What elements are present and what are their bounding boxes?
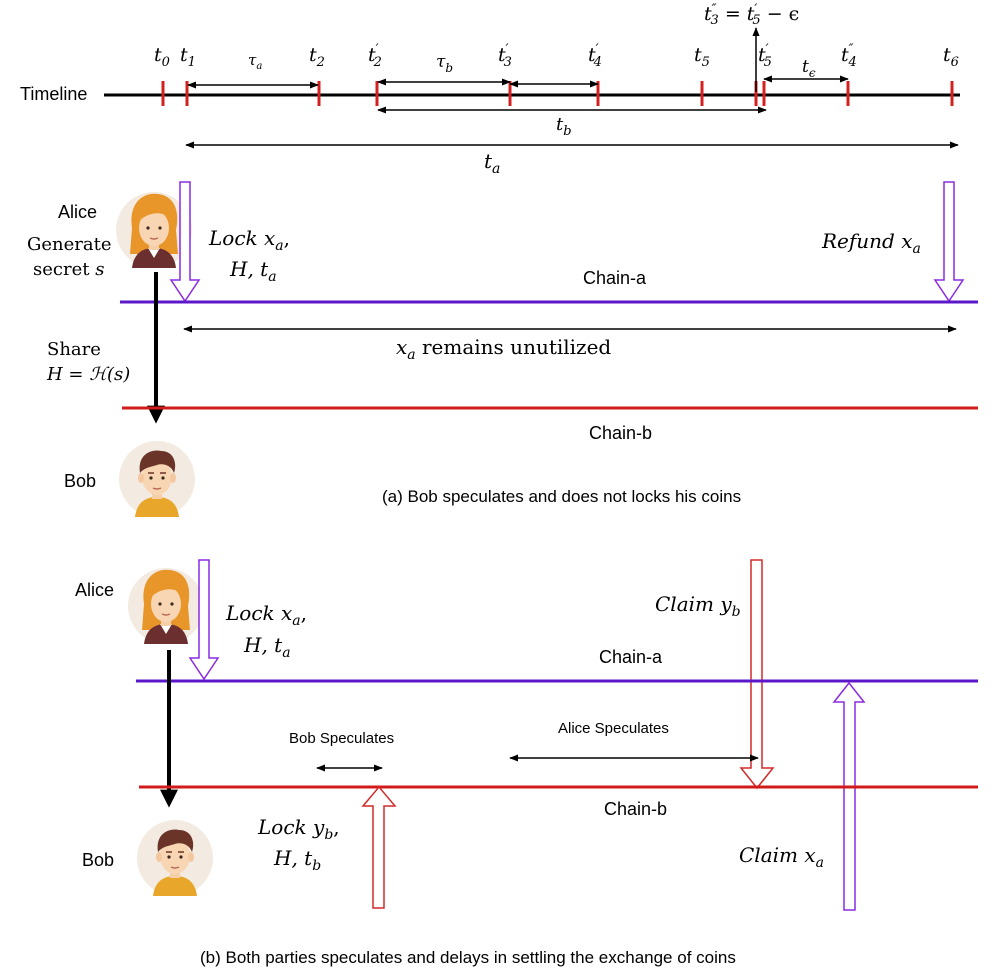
tick-label: t″4 — [841, 42, 857, 70]
top-equation: t″3 = t′5 − ϵ — [704, 2, 799, 28]
alice-label-a: Alice — [58, 202, 97, 222]
lock-yb-arrow — [361, 785, 397, 909]
tick-label: t1 — [180, 44, 196, 70]
caption-a: (a) Bob speculates and does not locks hi… — [382, 487, 741, 506]
alice-speculates-label: Alice Speculates — [558, 720, 669, 737]
timeline-label: Timeline — [20, 84, 87, 104]
share-eq: H = ℋ(s) — [46, 364, 130, 385]
lock-arrow-b — [188, 559, 220, 681]
tick-label: t′5 — [758, 42, 772, 70]
panel-b: Alice Lock xa, H, ta Claim yb Chain-a Bo… — [75, 559, 978, 967]
bob-speculates-label: Bob Speculates — [289, 730, 394, 747]
lock-h-ta-label-b: H, ta — [243, 633, 291, 661]
caption-b: (b) Both parties speculates and delays i… — [200, 948, 736, 967]
tick-label: t6 — [943, 44, 959, 70]
generate-secret-label: secret s — [33, 259, 104, 280]
chain-b-label-a: Chain-b — [589, 423, 652, 443]
chain-a-label-b: Chain-a — [599, 647, 663, 667]
t-eps-label: tϵ — [802, 57, 816, 80]
timeline-tick-labels: t0 t1 t2 t′2 t′3 t′4 t5 t′5 t″4 t6 — [154, 42, 959, 70]
tick-label: t′4 — [588, 42, 602, 70]
generate-label: Generate — [27, 234, 112, 255]
claim-yb-label: Claim yb — [655, 592, 741, 620]
chain-a-label-a: Chain-a — [583, 268, 647, 288]
lock-yb-label: Lock yb, — [257, 815, 340, 843]
bob-avatar-b — [136, 819, 214, 897]
lock-xa-label-b: Lock xa, — [225, 601, 307, 629]
lock-h-tb-label: H, tb — [273, 846, 321, 874]
lock-xa-label-a: Lock xa, — [208, 226, 290, 254]
refund-arrow — [933, 181, 965, 303]
xa-unutilized-label: xa remains unutilized — [396, 335, 611, 363]
tau-b-label: τb — [436, 52, 453, 75]
timeline: Timeline t0 t1 t2 t′2 t′3 t′4 t5 t′5 t″4 t6 τa τb… — [20, 2, 960, 177]
bob-avatar-a — [118, 440, 196, 518]
bob-label-b: Bob — [82, 850, 114, 870]
refund-label: Refund xa — [821, 229, 921, 257]
lock-arrow-a — [169, 181, 201, 303]
tick-label: t0 — [154, 44, 170, 70]
share-label: Share — [47, 339, 101, 360]
t-a-label: ta — [484, 149, 500, 177]
tick-label: t2 — [309, 44, 325, 70]
t-b-label: tb — [556, 114, 572, 139]
tick-label: t′2 — [368, 42, 382, 70]
panel-a: Alice Generate secret s Lock xa, H, ta R… — [27, 181, 978, 518]
tick-label: t′3 — [498, 42, 512, 70]
lock-h-ta-label-a: H, ta — [229, 257, 277, 285]
claim-xa-arrow — [832, 681, 866, 911]
bob-label-a: Bob — [64, 471, 96, 491]
alice-label-b: Alice — [75, 580, 114, 600]
alice-avatar-b — [127, 567, 205, 645]
tick-label: t5 — [694, 44, 710, 70]
tau-a-label: τa — [248, 51, 262, 72]
claim-xa-label: Claim xa — [739, 843, 824, 871]
claim-yb-arrow — [739, 559, 775, 790]
chain-b-label-b: Chain-b — [604, 799, 667, 819]
